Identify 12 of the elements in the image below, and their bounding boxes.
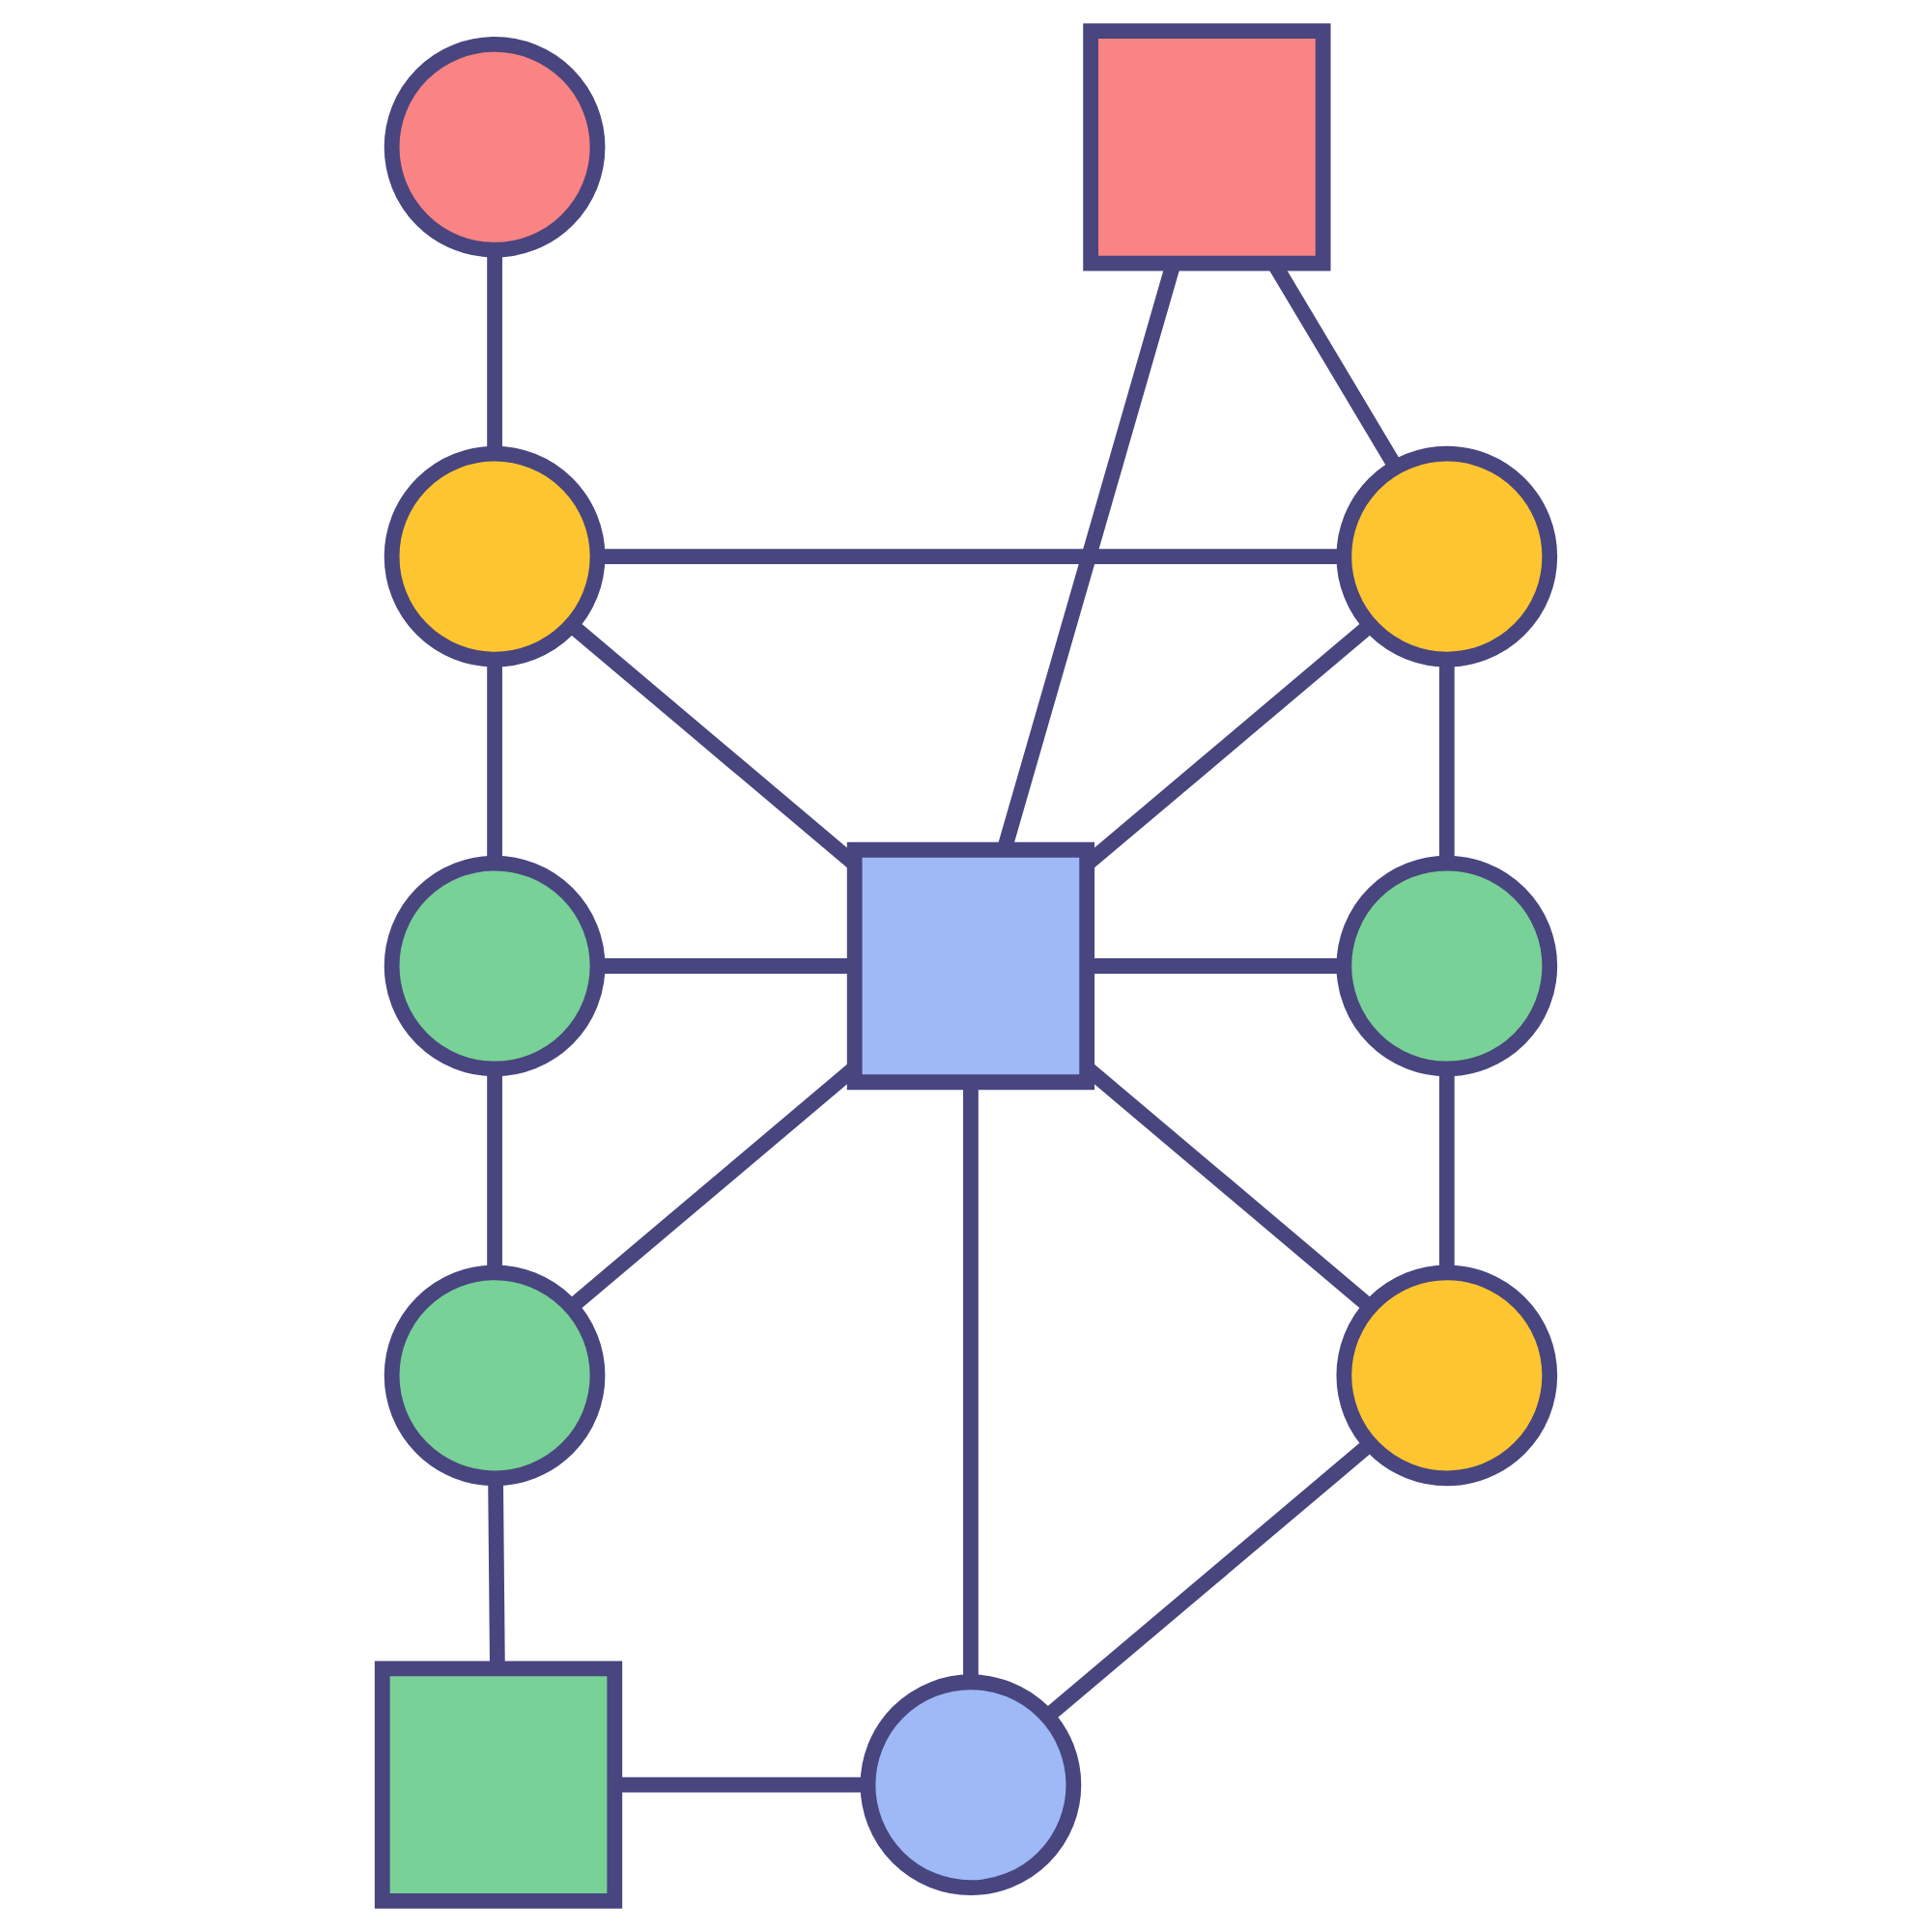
node-circle <box>384 445 606 668</box>
node-circle <box>384 1264 606 1487</box>
node-circle <box>1336 445 1558 668</box>
node-box <box>1083 23 1331 271</box>
node-circle <box>384 855 606 1077</box>
node-box <box>846 841 1095 1091</box>
node-circle <box>1336 855 1558 1077</box>
node-circle <box>384 36 606 258</box>
node-circle <box>1336 1264 1558 1487</box>
node-circle <box>860 1674 1082 1896</box>
node-box <box>374 1661 623 1909</box>
connector <box>1043 1438 1375 1722</box>
